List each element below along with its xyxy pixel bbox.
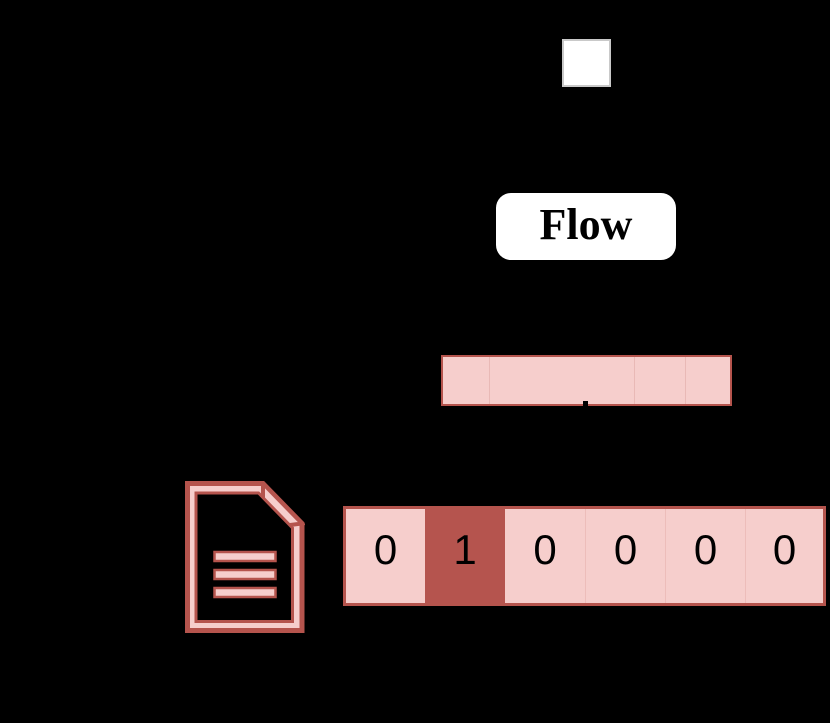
document-text-line [213, 586, 277, 599]
onehot-cell: 0 [346, 509, 425, 603]
flow-box: Flow [496, 193, 676, 260]
document-text-line [213, 568, 277, 581]
onehot-cell: 0 [666, 509, 746, 603]
document-icon [185, 481, 305, 633]
onehot-cell: 0 [505, 509, 586, 603]
feature-cell [490, 357, 635, 404]
onehot-value: 1 [453, 526, 477, 573]
feature-cell [443, 357, 490, 404]
onehot-vector: 0 1 0 0 0 0 [343, 506, 826, 606]
onehot-value: 0 [772, 526, 797, 573]
onehot-value: 0 [613, 526, 638, 573]
onehot-cell: 0 [586, 509, 666, 603]
feature-cell [686, 357, 730, 404]
onehot-value: 0 [373, 526, 398, 573]
onehot-cell: 0 [746, 509, 823, 603]
onehot-value: 0 [693, 526, 718, 573]
feature-cell [635, 357, 686, 404]
onehot-value: 0 [533, 526, 557, 573]
flow-label: Flow [539, 199, 633, 249]
connector-tick-upper [583, 401, 588, 409]
input-node [562, 39, 611, 87]
onehot-cell-highlighted: 1 [425, 509, 505, 603]
feature-vector [441, 355, 732, 406]
document-text-line [213, 550, 277, 563]
